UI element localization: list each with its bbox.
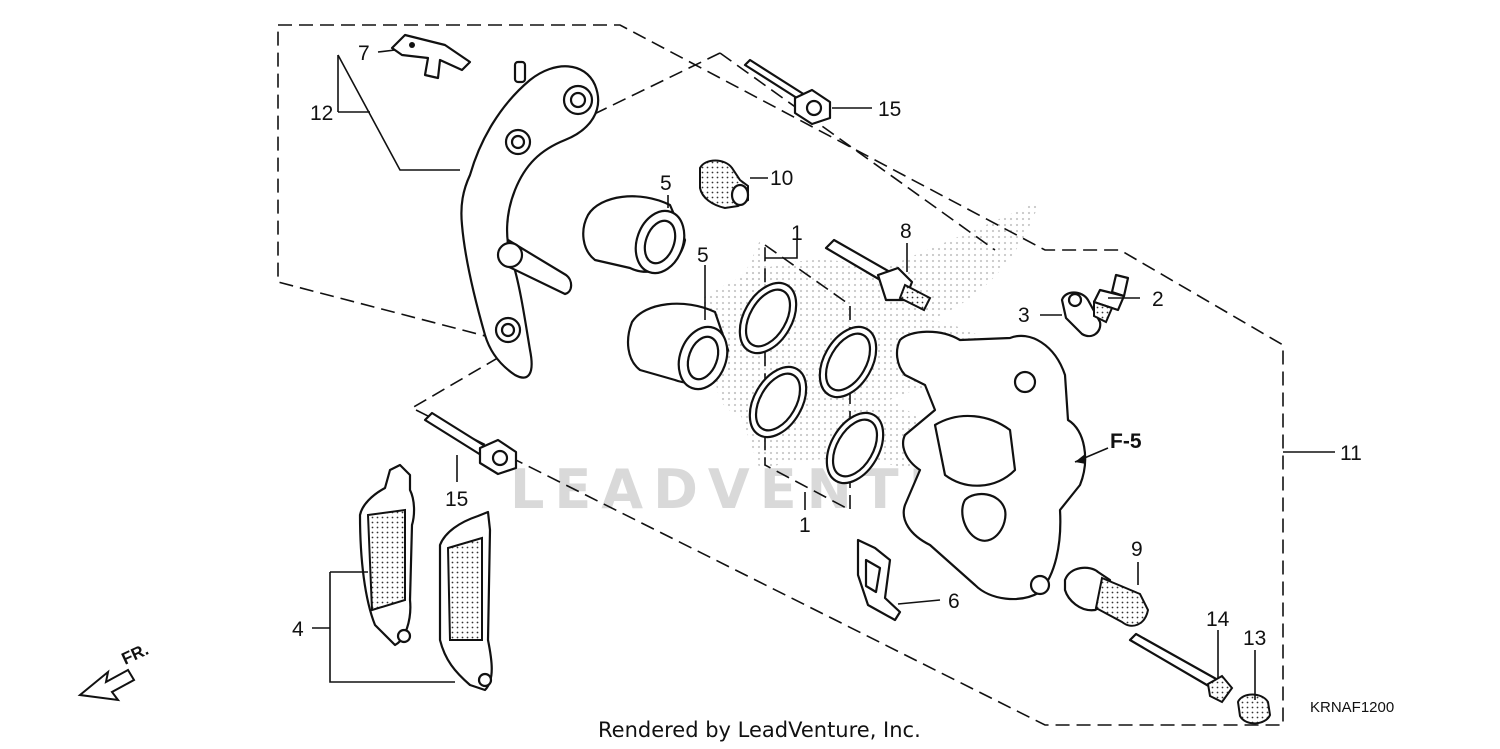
bleeder-cap-10 <box>699 159 750 210</box>
callout-8: 8 <box>900 220 912 243</box>
bleeder-screw-2 <box>1092 273 1130 324</box>
brake-pad-4-rear <box>438 510 493 692</box>
pad-spring-6 <box>856 538 902 622</box>
bolt-15-bottom <box>423 411 518 476</box>
assembly-outline <box>277 24 1284 726</box>
callout-6: 6 <box>948 590 960 613</box>
plug-13 <box>1236 693 1272 725</box>
retaining-spring-7 <box>390 33 472 80</box>
leader-lines <box>312 49 1335 700</box>
callout-11: 11 <box>1340 442 1362 465</box>
reference-f5: F-5 <box>1074 430 1142 464</box>
callout-13: 13 <box>1243 627 1266 650</box>
callout-5-bottom: 5 <box>697 244 709 267</box>
front-direction-indicator: FR. <box>77 640 152 702</box>
bleeder-cap-3 <box>1060 291 1102 338</box>
callout-1-top: 1 <box>791 222 803 245</box>
bolt-15-top <box>743 58 832 126</box>
brake-pad-4-front <box>358 463 416 647</box>
callout-3: 3 <box>1018 304 1030 327</box>
caliper-body-11 <box>895 330 1087 601</box>
reference-label: F-5 <box>1110 430 1142 453</box>
caliper-bracket <box>460 60 600 379</box>
callout-12: 12 <box>310 102 333 125</box>
pin-sleeve-9 <box>1063 566 1150 627</box>
piston-seals-1 <box>738 281 885 485</box>
pad-pin-14 <box>1128 632 1234 704</box>
piston-5-bottom <box>626 302 730 391</box>
callout-7: 7 <box>358 42 370 65</box>
diagram-code: KRNAF1200 <box>1310 699 1394 716</box>
callout-2: 2 <box>1152 288 1164 311</box>
callout-14: 14 <box>1206 608 1230 631</box>
callout-15-bottom: 15 <box>445 488 468 511</box>
callout-1-bottom: 1 <box>799 514 811 537</box>
front-direction-label: FR. <box>119 640 152 669</box>
callout-15-top: 15 <box>878 98 901 121</box>
callout-10: 10 <box>770 167 793 190</box>
callout-9: 9 <box>1131 538 1143 561</box>
callout-4: 4 <box>292 618 304 641</box>
callout-5-top: 5 <box>660 172 672 195</box>
credit-text: Rendered by LeadVenture, Inc. <box>598 718 921 742</box>
piston-5-top <box>582 195 687 275</box>
slide-pin-8 <box>824 238 932 312</box>
